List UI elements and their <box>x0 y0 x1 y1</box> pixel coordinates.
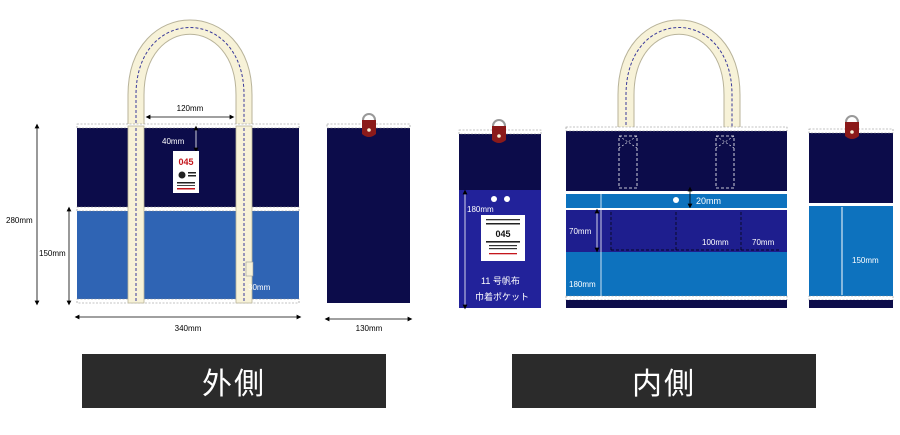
inner-front-view: 20mm 100mm 70mm 70mm 180mm <box>565 19 788 308</box>
inner-side-lower-label: 150mm <box>852 256 879 265</box>
loop-size-label: 30mm <box>248 283 271 292</box>
outer-side-panel <box>327 126 410 303</box>
outer-front-view: 120mm 40mm 045 30mm <box>76 19 300 304</box>
band-offset-label: 20mm <box>696 196 721 206</box>
inner-pocket-band <box>566 208 787 252</box>
grommet-right <box>504 196 510 202</box>
top-binding <box>76 123 300 129</box>
pocket-width-b-label: 70mm <box>752 238 775 247</box>
outer-bottom-panel <box>77 208 299 303</box>
pocket-note-line2: 巾着ポケット <box>475 291 529 302</box>
svg-text:045: 045 <box>178 157 193 167</box>
lower-height-label: 150mm <box>39 249 66 258</box>
width-label: 340mm <box>175 324 202 333</box>
svg-text:045: 045 <box>495 229 510 239</box>
outer-brand-tag: 045 <box>173 151 199 193</box>
side-width-label: 130mm <box>356 324 383 333</box>
inner-lower-panel <box>566 252 787 300</box>
inner-lower-height-label: 180mm <box>569 280 596 289</box>
side-loop <box>245 261 254 277</box>
pocket-width-a-label: 100mm <box>702 238 729 247</box>
grommet-left <box>491 196 497 202</box>
tag-offset-label: 40mm <box>162 137 185 146</box>
inner-side-lower <box>809 206 893 296</box>
inner-pocket-view: 180mm 045 11 号帆布 巾着ポケット <box>458 119 542 311</box>
handle-gap-label: 120mm <box>177 104 204 113</box>
inner-top-panel <box>566 129 787 193</box>
outer-side-view: 130mm <box>324 113 413 333</box>
inner-brand-tag: 045 <box>481 215 525 261</box>
pocket-height-label: 180mm <box>467 205 494 214</box>
pocket-note-line1: 11 号帆布 <box>481 275 520 286</box>
inner-side-heading: 内側 <box>512 354 816 408</box>
middle-binding <box>76 206 300 212</box>
inner-side-view: 150mm <box>808 115 894 308</box>
bottom-binding <box>76 298 300 304</box>
outer-side-heading: 外側 <box>82 354 386 408</box>
total-height-label: 280mm <box>6 216 33 225</box>
band-height-label: 70mm <box>569 227 592 236</box>
